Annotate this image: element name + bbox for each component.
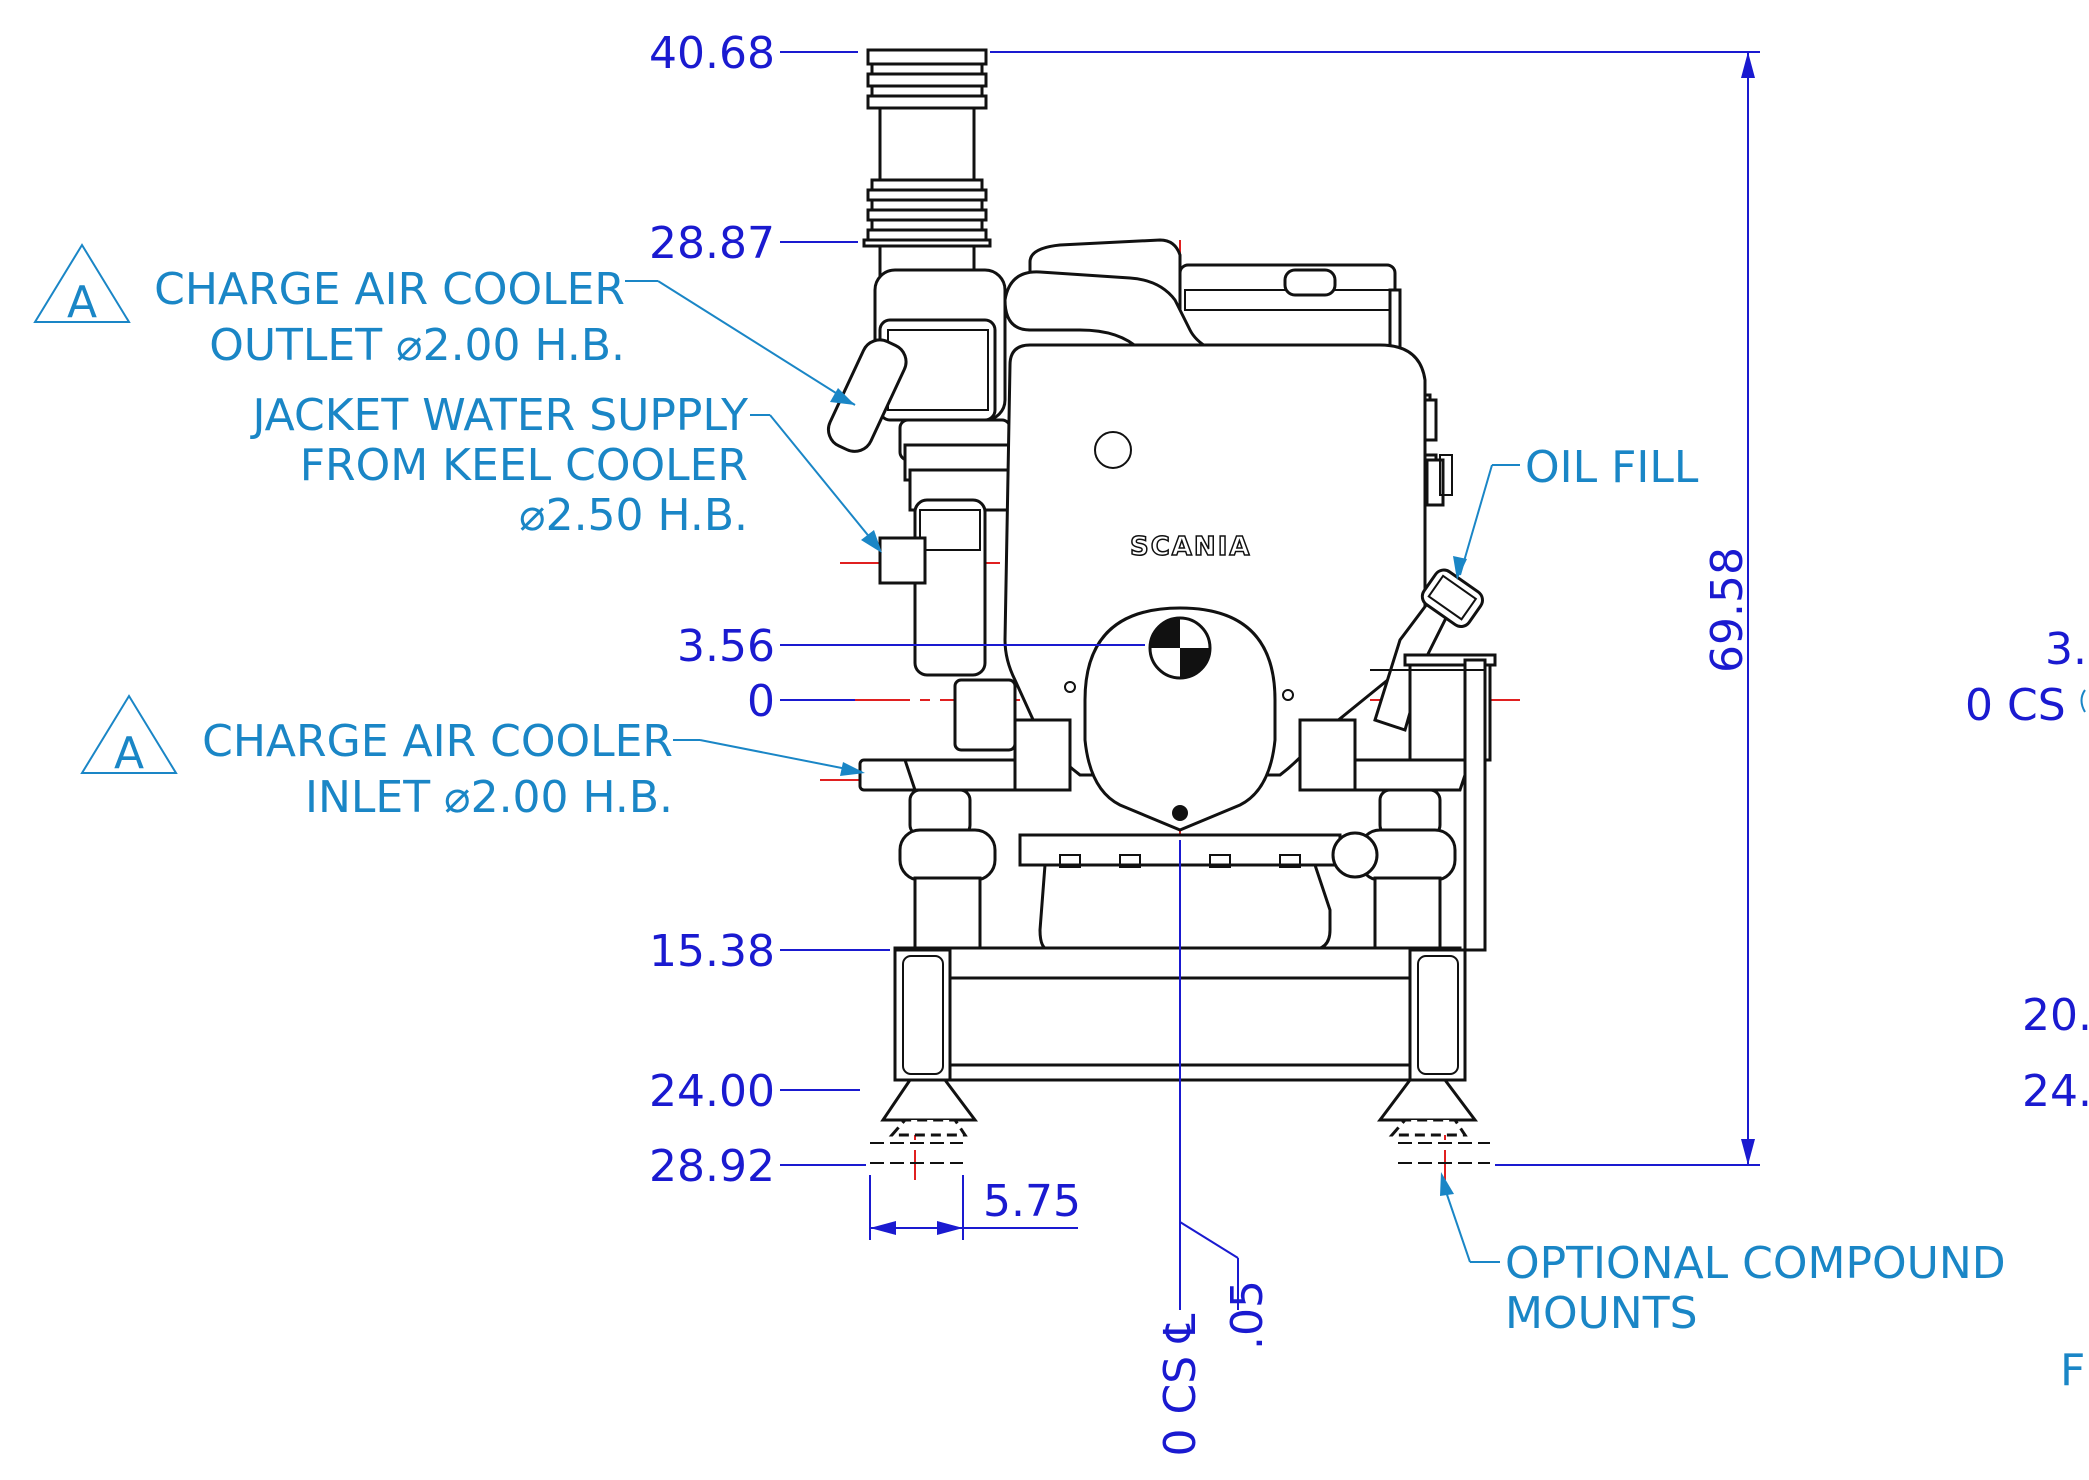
jacket-water-label-line1: JACKET WATER SUPPLY bbox=[249, 390, 748, 441]
side-dim-3: 20. bbox=[2022, 990, 2089, 1041]
dim-40-68: 40.68 bbox=[649, 28, 775, 79]
cac-outlet-label-line1: CHARGE AIR COOLER bbox=[154, 264, 625, 315]
side-dim-2: 0 CS bbox=[1965, 680, 2066, 731]
center-of-gravity-symbol bbox=[1148, 616, 1212, 680]
side-dim-1: 3. bbox=[2045, 624, 2087, 675]
jacket-water-label-line2: FROM KEEL COOLER bbox=[300, 440, 748, 491]
oil-fill-label: OIL FILL bbox=[1525, 442, 1699, 493]
oil-pan bbox=[1018, 831, 1379, 952]
dimension-lines bbox=[780, 51, 1760, 1310]
dim-width-5-75: 5.75 bbox=[983, 1176, 1081, 1227]
dim-height-69-58: 69.58 bbox=[1702, 547, 1753, 673]
dim-15-38: 15.38 bbox=[649, 926, 775, 977]
mounts-label-line1: OPTIONAL COMPOUND bbox=[1505, 1238, 2006, 1289]
exhaust-stack bbox=[862, 48, 992, 288]
cac-inlet-label-line1: CHARGE AIR COOLER bbox=[202, 716, 673, 767]
cac-inlet-label-line2: INLET ⌀2.00 H.B. bbox=[305, 772, 673, 823]
engine-feet bbox=[898, 718, 1473, 950]
base-frame bbox=[893, 658, 1487, 1082]
compound-mounts bbox=[870, 1078, 1490, 1164]
dim-3-56: 3.56 bbox=[677, 621, 775, 672]
mounts-label-line2: MOUNTS bbox=[1505, 1288, 1698, 1339]
dim-0: 0 bbox=[747, 676, 775, 727]
side-label-5: F bbox=[2060, 1345, 2085, 1396]
left-components bbox=[826, 268, 1022, 792]
dim-24-00: 24.00 bbox=[649, 1066, 775, 1117]
side-dim-4: 24. bbox=[2022, 1066, 2089, 1117]
dim-offset-05: .05 bbox=[1222, 1280, 1273, 1350]
jacket-water-label-line3: ⌀2.50 H.B. bbox=[519, 490, 748, 541]
dim-28-87: 28.87 bbox=[649, 218, 775, 269]
revision-triangle-outlet: A bbox=[33, 243, 131, 328]
svg-text:A: A bbox=[67, 277, 97, 328]
partial-side-view: 3. 0 CS 20. 24. F bbox=[1965, 624, 2089, 1396]
leader-lines bbox=[625, 280, 1520, 1263]
revision-triangle-inlet: A bbox=[80, 694, 178, 779]
dim-28-92: 28.92 bbox=[649, 1141, 775, 1192]
cac-outlet-label-line2: OUTLET ⌀2.00 H.B. bbox=[209, 320, 625, 371]
svg-text:A: A bbox=[114, 728, 144, 779]
scania-logo: SCANIA bbox=[1130, 532, 1251, 562]
damper-cover bbox=[1064, 606, 1294, 832]
centerline-label: 0 CS ℄ bbox=[1155, 1313, 1206, 1457]
